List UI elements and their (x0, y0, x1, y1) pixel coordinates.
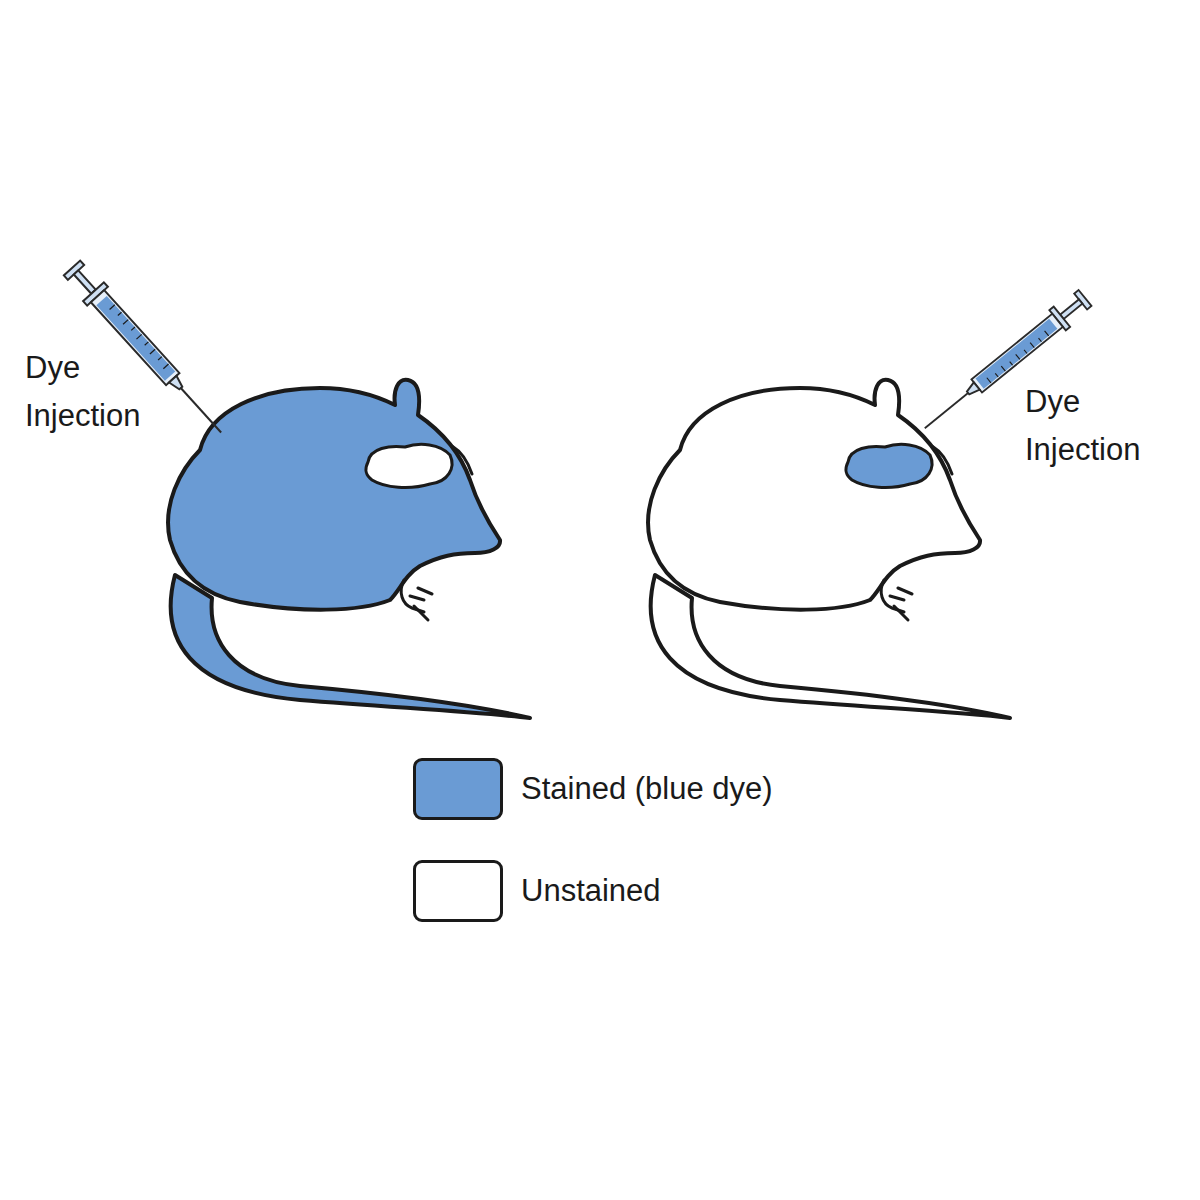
legend-entry: Unstained (413, 860, 661, 922)
unstained-mouse (648, 380, 1010, 718)
stained-brain (846, 444, 932, 487)
legend-entry: Stained (blue dye) (413, 758, 773, 820)
injection-label: Dye Injection (25, 344, 175, 440)
legend-label: Unstained (521, 873, 661, 909)
legend-swatch (413, 860, 503, 922)
legend-label: Stained (blue dye) (521, 771, 773, 807)
injection-label: Dye Injection (1025, 378, 1175, 474)
unstained-brain (366, 444, 452, 487)
legend-swatch (413, 758, 503, 820)
stained-mouse (168, 380, 530, 718)
unstained-mouse-group (648, 380, 1010, 718)
